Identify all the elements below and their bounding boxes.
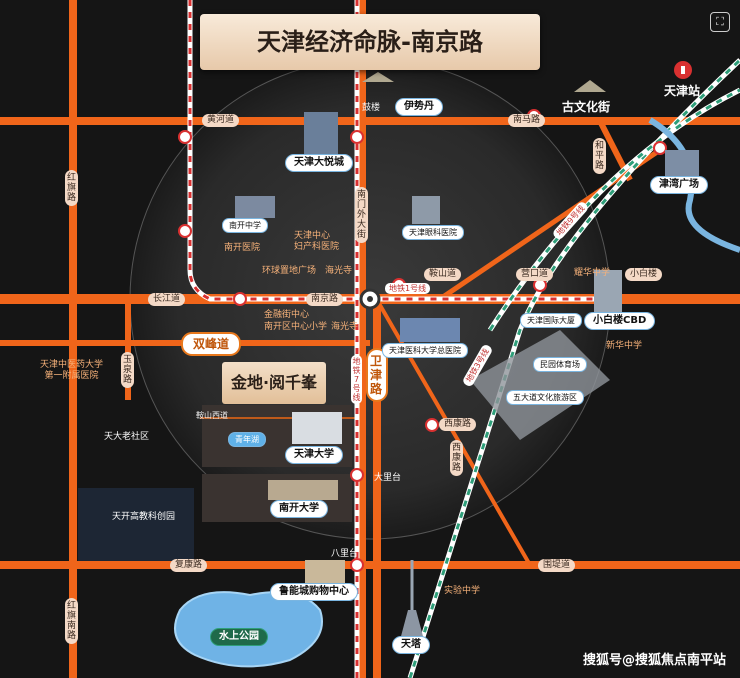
poi-tiankai: 天开高教科创园 bbox=[112, 512, 176, 522]
dayuecheng-building-icon bbox=[304, 112, 338, 156]
road-label-xiaobailou: 小白楼 bbox=[625, 268, 663, 281]
road-label-fukang: 复康路 bbox=[170, 559, 208, 572]
road-label-yuquan: 玉泉路 bbox=[121, 352, 134, 388]
landmark-dayuecheng: 天津大悦城 bbox=[285, 154, 353, 172]
road-label-nanjing: 南京路 bbox=[306, 293, 344, 306]
landmark-gulou: 鼓楼 bbox=[362, 103, 381, 113]
landmark-shuishang: 水上公园 bbox=[210, 628, 268, 646]
poi-xinhua: 新华中学 bbox=[606, 341, 643, 351]
poi-jinrongjie: 金融街中心 bbox=[264, 310, 310, 320]
road-label-xikang: 西康路 bbox=[439, 418, 477, 431]
expand-icon[interactable]: ⛶ bbox=[710, 12, 730, 32]
metro-line3-dash bbox=[408, 58, 740, 678]
road-label-weidi: 围堤道 bbox=[538, 559, 576, 572]
road-heping-diag bbox=[438, 147, 662, 302]
road-label-heping: 和平路 bbox=[593, 138, 606, 174]
metro-station-icon bbox=[178, 224, 192, 238]
landmark-tju: 天津大学 bbox=[285, 446, 343, 464]
metro-line9-dash bbox=[488, 88, 740, 331]
landmark-jinwan: 津湾广场 bbox=[650, 176, 708, 194]
lunen-building-icon bbox=[305, 560, 345, 584]
metro-station-icon bbox=[425, 418, 439, 432]
nku-building-icon bbox=[268, 480, 338, 500]
train-station-glyph bbox=[681, 66, 685, 74]
poi-huanqiu: 环球置地广场 bbox=[262, 266, 317, 276]
poi-yaohua: 耀华中学 bbox=[574, 268, 611, 278]
poi-tcm-hospital: 天津中医药大学 第一附属医院 bbox=[40, 360, 104, 381]
poi-tianda-old: 天大老社区 bbox=[104, 432, 150, 442]
project-marker-dot bbox=[367, 296, 373, 302]
metro-station-icon bbox=[178, 130, 192, 144]
project-label: 金地·阅千峯 bbox=[222, 362, 326, 404]
road-label-huanghe: 黄河道 bbox=[202, 114, 240, 127]
landmark-tmu-hospital: 天津医科大学总医院 bbox=[382, 343, 468, 358]
road-label-anshanxi: 鞍山西道 bbox=[196, 411, 228, 420]
landmark-qingnianhu: 青年湖 bbox=[228, 432, 266, 447]
metro-line1-dash bbox=[188, 0, 610, 301]
landmark-wudadao: 五大道文化旅游区 bbox=[506, 390, 584, 405]
road-label-hongqi-south: 红旗南路 bbox=[65, 598, 78, 644]
landmark-guwenhua: 古文化街 bbox=[562, 100, 611, 114]
poi-nankai-hospital: 南开医院 bbox=[224, 243, 261, 253]
road-label-shuangfeng: 双峰道 bbox=[181, 332, 242, 356]
road-label-yingkou: 营口道 bbox=[516, 268, 554, 281]
landmark-eye-hospital: 天津眼科医院 bbox=[402, 225, 464, 240]
landmark-lunen: 鲁能城购物中心 bbox=[270, 583, 358, 601]
landmark-xiaobailou-cbd: 小白楼CBD bbox=[584, 312, 656, 330]
tju-building-icon bbox=[292, 412, 342, 444]
landmark-intl-building: 天津国际大厦 bbox=[520, 313, 582, 328]
metro-label-line1: 地铁1号线 bbox=[385, 283, 431, 294]
poi-nankaizx: 南开区中心小学 bbox=[264, 322, 328, 332]
haihe-river bbox=[648, 117, 740, 253]
landmark-nankai-middle: 南开中学 bbox=[222, 218, 268, 233]
eye-hospital-building-icon bbox=[412, 196, 440, 224]
road-label-changjiang: 长江道 bbox=[148, 293, 186, 306]
metro-station-icon bbox=[350, 130, 364, 144]
poi-haiguangsi-2: 海光寺 bbox=[331, 322, 359, 332]
watermark: 搜狐号@搜狐焦点南平站 bbox=[582, 653, 726, 668]
district-block bbox=[78, 488, 194, 568]
landmark-nku: 南开大学 bbox=[270, 500, 328, 518]
tmu-hospital-building-icon bbox=[400, 318, 460, 342]
metro-station-icon bbox=[350, 558, 364, 572]
metro-label-line7: 地铁7号线 bbox=[351, 355, 362, 404]
road-label-anshan: 鞍山道 bbox=[424, 268, 462, 281]
road-label-nanma: 南马路 bbox=[508, 114, 546, 127]
metro-station-icon bbox=[233, 292, 247, 306]
landmark-yishidan: 伊势丹 bbox=[395, 98, 443, 116]
xiaobailou-building-icon bbox=[594, 270, 622, 314]
metro-station-icon bbox=[350, 468, 364, 482]
landmark-tianta: 天塔 bbox=[392, 636, 430, 654]
tv-tower-base bbox=[400, 610, 424, 640]
metro-station-icon bbox=[653, 141, 667, 155]
landmark-minyuan: 民园体育场 bbox=[533, 357, 587, 372]
poi-balitai: 八里台 bbox=[331, 549, 359, 559]
landmark-tianjin-station: 天津站 bbox=[664, 84, 701, 98]
gulou-icon bbox=[362, 72, 394, 82]
nankai-school-building-icon bbox=[235, 196, 275, 218]
road-label-weijin: 卫津路 bbox=[366, 348, 388, 402]
poi-dalitai: 大里台 bbox=[374, 473, 402, 483]
poi-maternity: 天津中心 妇产科医院 bbox=[294, 231, 340, 252]
poi-shiyan: 实验中学 bbox=[444, 586, 481, 596]
jinwan-building-icon bbox=[665, 150, 699, 180]
poi-haiguangsi-1: 海光寺 bbox=[325, 266, 353, 276]
map-title: 天津经济命脉-南京路 bbox=[200, 14, 540, 70]
road-label-xikang2: 西康路 bbox=[450, 440, 463, 476]
road-label-nanmenwai: 南门外大街 bbox=[355, 187, 368, 243]
road-label-hongqi: 红旗路 bbox=[65, 170, 78, 206]
guwenhua-icon bbox=[574, 80, 606, 92]
